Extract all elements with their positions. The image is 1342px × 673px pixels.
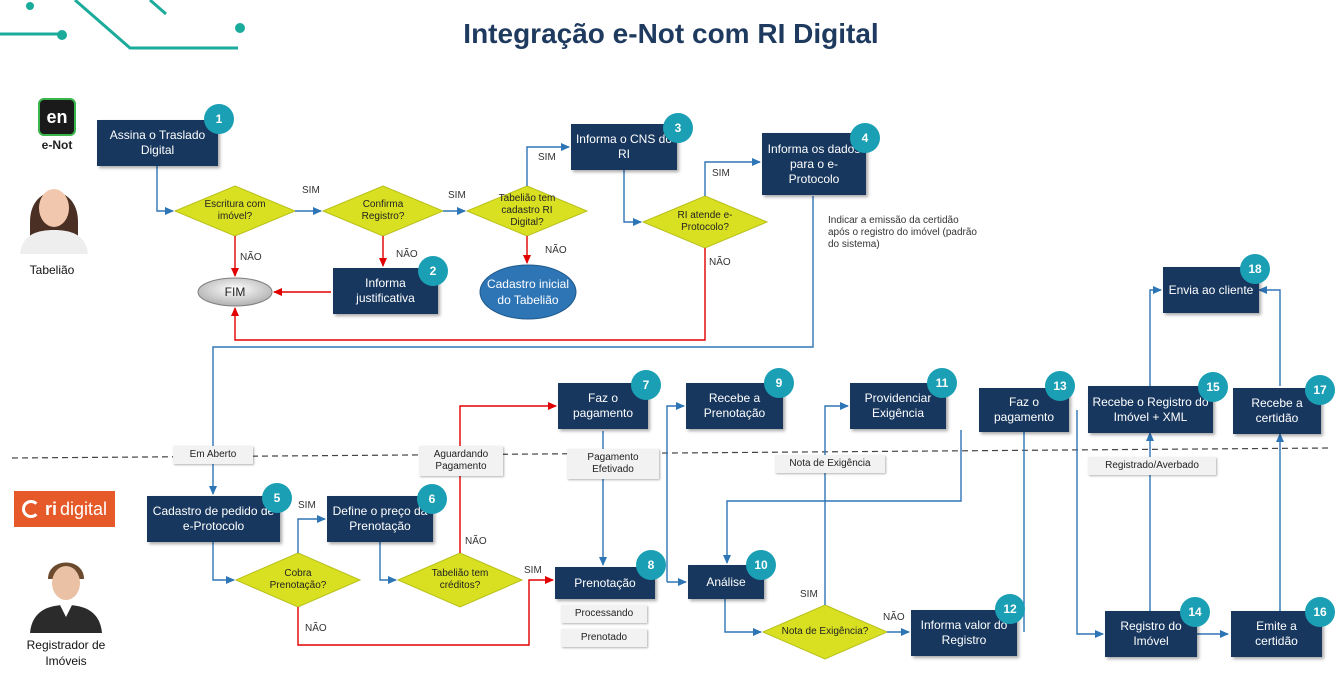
ri-logo-name: digital	[59, 498, 108, 519]
step-12-badge: 12	[995, 594, 1025, 624]
edge-label-nao: NÃO	[240, 252, 262, 263]
step-3-box: Informa o CNS do RI	[571, 124, 677, 170]
decision-cobra-label: Cobra Prenotação?	[269, 568, 327, 591]
decision-confirma-label: Confirma Registro?	[361, 199, 405, 222]
step-11-badge: 11	[927, 368, 957, 398]
edge-label-sim: SIM	[298, 500, 316, 511]
certidao-note: Indicar a emissão da certidão após o reg…	[828, 215, 977, 250]
ri-digital-logo: ri digital	[14, 491, 115, 527]
decorative-circuit-lines	[0, 0, 238, 50]
person-icon	[28, 551, 104, 633]
step-15-badge: 15	[1198, 372, 1228, 402]
step-6-box: Define o preço da Prenotação	[327, 496, 433, 542]
fim-terminal-label: FIM	[224, 285, 246, 299]
status-tag-processando: Processando	[561, 605, 647, 623]
step-16-box: Emite a certidão	[1231, 611, 1322, 657]
status-tag-pagamento-efetivado: Pagamento Efetivado	[567, 449, 659, 479]
step-9-badge: 9	[764, 368, 794, 398]
status-tag-aguardando: Aguardando Pagamento	[419, 446, 503, 476]
step-8-badge: 8	[636, 550, 666, 580]
step-2-badge: 2	[418, 256, 448, 286]
step-15-box: Recebe o Registro do Imóvel + XML	[1088, 386, 1213, 433]
registrador-label: Registrador de Imóveis	[26, 638, 106, 668]
edge-label-sim: SIM	[302, 185, 320, 196]
step-3-badge: 3	[663, 113, 693, 143]
page-title: Integração e-Not com RI Digital	[463, 18, 879, 49]
decision-diamonds	[173, 185, 889, 660]
step-4-box: Informa os dados para o e-Protocolo	[762, 133, 866, 195]
step-13-badge: 13	[1045, 371, 1075, 401]
tabeliao-avatar	[12, 170, 96, 254]
edge-label-sim: SIM	[524, 565, 542, 576]
step-5-box: Cadastro de pedido de e-Protocolo	[147, 496, 280, 542]
enot-logo: en	[38, 98, 76, 136]
edge-label-sim: SIM	[448, 190, 466, 201]
step-14-badge: 14	[1180, 597, 1210, 627]
edge-label-nao: NÃO	[305, 623, 327, 634]
status-tag-nota-exigencia: Nota de Exigência	[775, 455, 885, 473]
step-10-badge: 10	[746, 550, 776, 580]
edge-label-sim: SIM	[538, 152, 556, 163]
cadastro-inicial-shape	[479, 264, 577, 320]
step-16-badge: 16	[1305, 597, 1335, 627]
ri-logo-mark: ri	[44, 498, 57, 519]
ri-logo-icon	[21, 500, 40, 518]
status-tag-em-aberto: Em Aberto	[173, 446, 253, 464]
step-5-badge: 5	[262, 483, 292, 513]
edge-label-nao: NÃO	[709, 257, 731, 268]
person-icon	[12, 170, 96, 254]
status-tag-registrado: Registrado/Averbado	[1088, 457, 1216, 475]
decision-ri-atende-label: RI atende e-Protocolo?	[677, 210, 733, 233]
step-17-badge: 17	[1305, 375, 1335, 405]
edge-label-nao: NÃO	[545, 245, 567, 256]
edge-label-sim: SIM	[800, 589, 818, 600]
decision-tabeliao-cadastro-label: Tabelião tem cadastro RI Digital?	[498, 193, 556, 228]
fim-terminal-shape	[197, 277, 273, 307]
flow-arrows-blue	[156, 143, 1284, 638]
step-1-box: Assina o Traslado Digital	[97, 120, 218, 166]
step-18-badge: 18	[1240, 254, 1270, 284]
status-tag-prenotado: Prenotado	[561, 629, 647, 647]
tabeliao-label: Tabelião	[29, 263, 75, 277]
step-1-badge: 1	[204, 104, 234, 134]
edge-label-nao: NÃO	[396, 249, 418, 260]
step-4-badge: 4	[850, 123, 880, 153]
edge-label-sim: SIM	[712, 168, 730, 179]
registrador-avatar	[28, 551, 104, 633]
cadastro-inicial-label: Cadastro inicial do Tabelião	[486, 277, 570, 307]
edge-label-nao: NÃO	[883, 612, 905, 623]
step-8-box: Prenotação	[555, 567, 655, 599]
step-17-box: Recebe a certidão	[1233, 388, 1321, 434]
enot-logo-mark: en	[46, 106, 68, 127]
step-9-box: Recebe a Prenotação	[686, 383, 783, 429]
decision-nota-label: Nota de Exigência?	[781, 626, 869, 637]
step-7-badge: 7	[631, 370, 661, 400]
flow-arrows-red	[231, 236, 706, 646]
enot-logo-name: e-Not	[41, 138, 73, 152]
step-6-badge: 6	[417, 484, 447, 514]
decision-creditos-label: Tabelião tem créditos?	[431, 568, 489, 591]
edge-label-nao: NÃO	[465, 536, 487, 547]
decision-escritura-label: Escritura com imóvel?	[204, 199, 266, 222]
